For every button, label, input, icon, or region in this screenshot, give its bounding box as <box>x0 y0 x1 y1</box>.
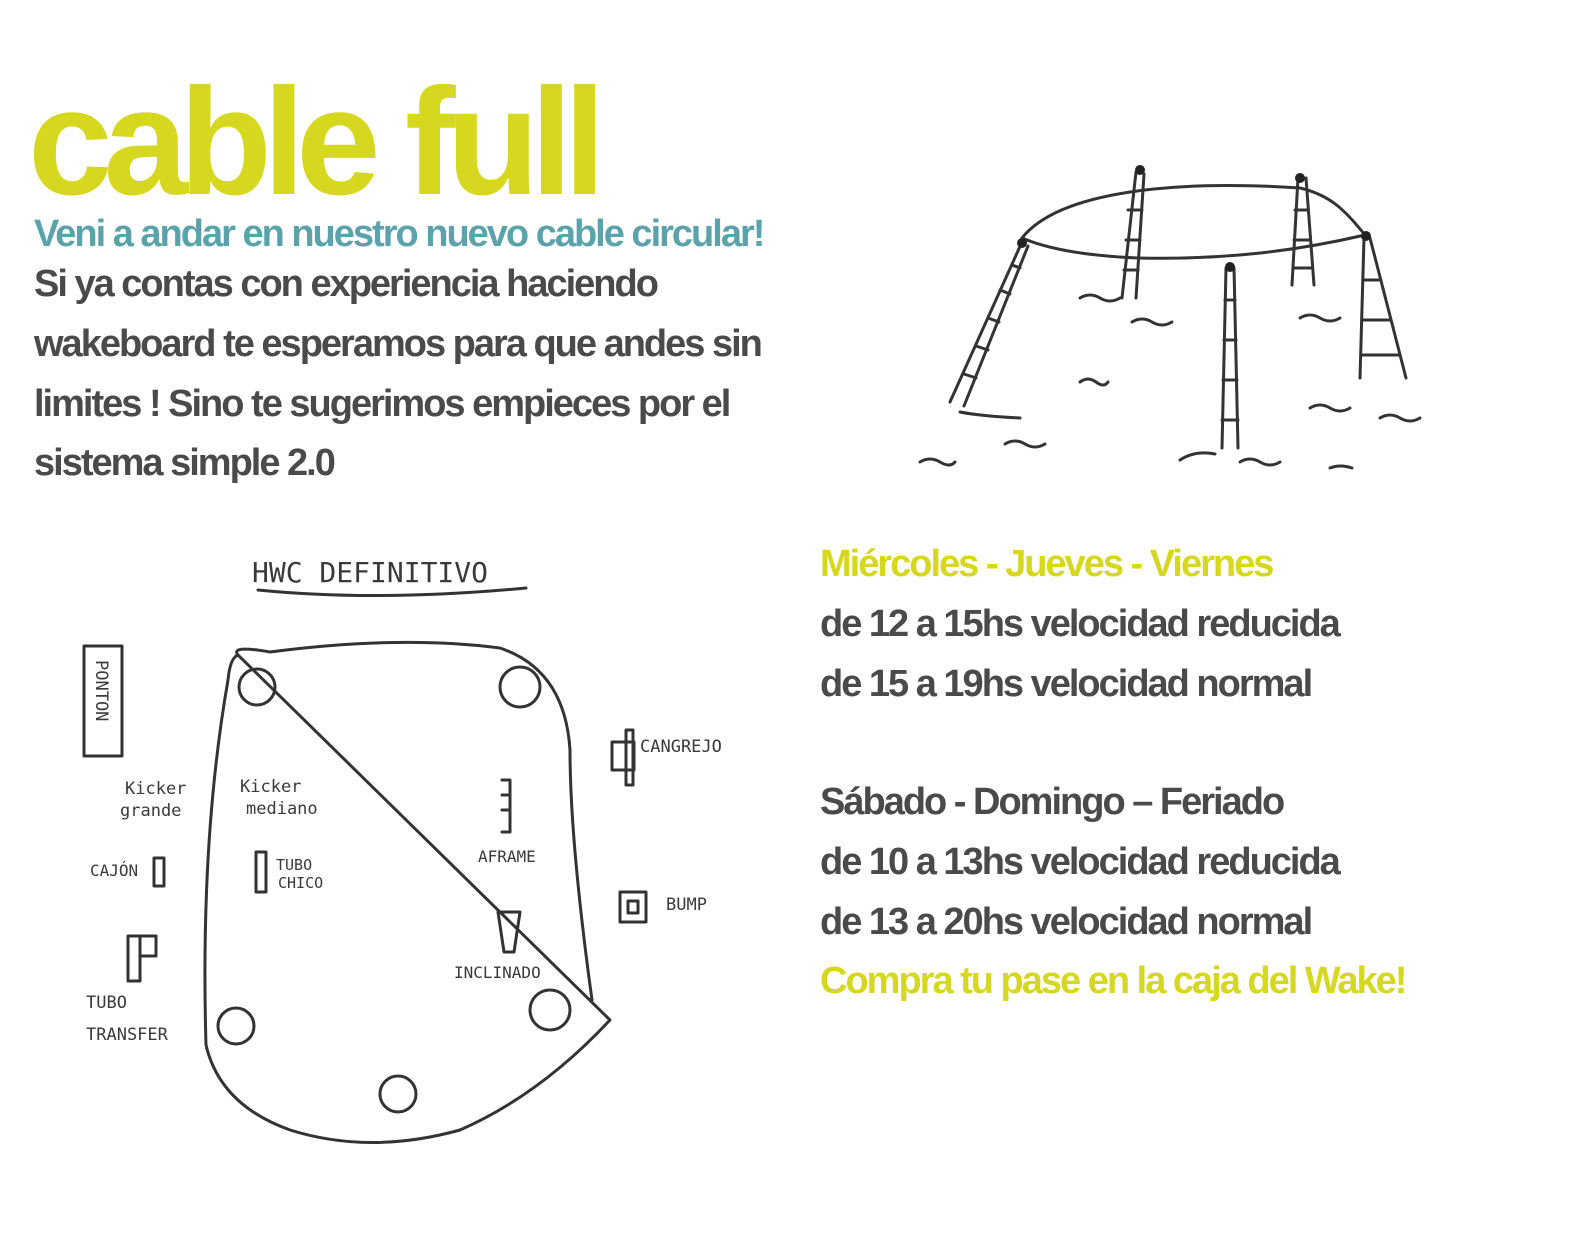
label-cajon: CAJÓN <box>90 861 138 880</box>
weekday-schedule-line: de 12 a 15hs velocidad reducida <box>820 603 1341 645</box>
tower-left <box>948 238 1030 408</box>
tower-front <box>1220 262 1240 450</box>
label-aframe: AFRAME <box>478 847 536 866</box>
cajon-obstacle <box>152 856 166 888</box>
label-inclinado: INCLINADO <box>454 963 541 982</box>
cangrejo-obstacle <box>610 740 636 772</box>
cable-circuit-sketch <box>918 165 1422 470</box>
tower-back-left <box>1120 165 1146 300</box>
label-tubo-transfer: TRANSFER <box>86 1025 169 1045</box>
weekend-schedule-line: de 10 a 13hs velocidad reducida <box>820 841 1341 883</box>
intro-line: limites ! Sino te sugerimos empieces por… <box>34 383 731 425</box>
intro-line: Si ya contas con experiencia haciendo <box>34 263 659 305</box>
weekend-title: Sábado - Domingo – Feriado <box>820 781 1285 823</box>
bump-obstacle <box>618 890 648 924</box>
ponton-dock <box>82 644 124 758</box>
intro-line: wakeboard te esperamos para que andes si… <box>34 323 763 365</box>
label-kicker-mediano: Kicker <box>240 777 301 797</box>
tower-right <box>1358 231 1408 380</box>
label-bump: BUMP <box>666 895 707 915</box>
label-cangrejo: CANGREJO <box>640 737 722 757</box>
label-ponton: PONTON <box>91 660 111 721</box>
weekend-schedule-line: de 13 a 20hs velocidad normal <box>820 901 1313 943</box>
inclinado-obstacle <box>496 910 522 954</box>
tower-markers <box>216 665 572 1114</box>
label-tubo-chico: CHICO <box>278 874 323 892</box>
call-to-action: Compra tu pase en la caja del Wake! <box>820 960 1407 1002</box>
poster-subtitle: Veni a andar en nuestro nuevo cable circ… <box>34 213 765 255</box>
aframe-obstacle <box>500 778 512 834</box>
label-kicker-grande: Kicker <box>125 779 186 799</box>
weekday-schedule-line: de 15 a 19hs velocidad normal <box>820 663 1313 705</box>
label-tubo-chico: TUBO <box>276 856 312 874</box>
water-waves <box>918 293 1422 470</box>
tower-back-right <box>1290 173 1316 287</box>
park-map-sketch: HWC DEFINITIVO PONTON Kicker grande Kick… <box>82 556 722 1144</box>
tubo-chico-obstacle <box>254 850 268 894</box>
intro-line: sistema simple 2.0 <box>34 442 336 484</box>
label-kicker-mediano: mediano <box>246 799 318 819</box>
tubo-transfer-obstacle <box>126 934 142 983</box>
poster-title: cable full <box>28 57 606 227</box>
weekday-title: Miércoles - Jueves - Viernes <box>820 543 1274 585</box>
label-kicker-grande: grande <box>120 801 181 821</box>
label-tubo-transfer: TUBO <box>86 993 127 1013</box>
map-title: HWC DEFINITIVO <box>252 556 488 589</box>
